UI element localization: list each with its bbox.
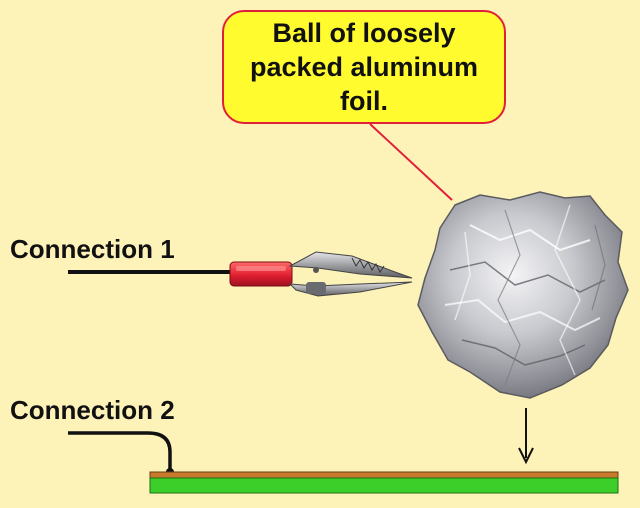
conductive-plate <box>149 471 619 494</box>
callout-pointer <box>369 123 453 201</box>
aluminum-foil-ball-icon <box>417 191 629 399</box>
connection-1-label: Connection 1 <box>10 234 175 264</box>
connection-2-label: Connection 2 <box>10 395 175 425</box>
connection-2-wire <box>68 431 172 472</box>
alligator-clip-icon <box>229 251 413 297</box>
down-arrow-icon <box>518 408 534 465</box>
callout-bubble: Ball of loosely packed aluminum foil. <box>222 10 506 124</box>
callout-text: Ball of loosely packed aluminum foil. <box>249 18 479 116</box>
